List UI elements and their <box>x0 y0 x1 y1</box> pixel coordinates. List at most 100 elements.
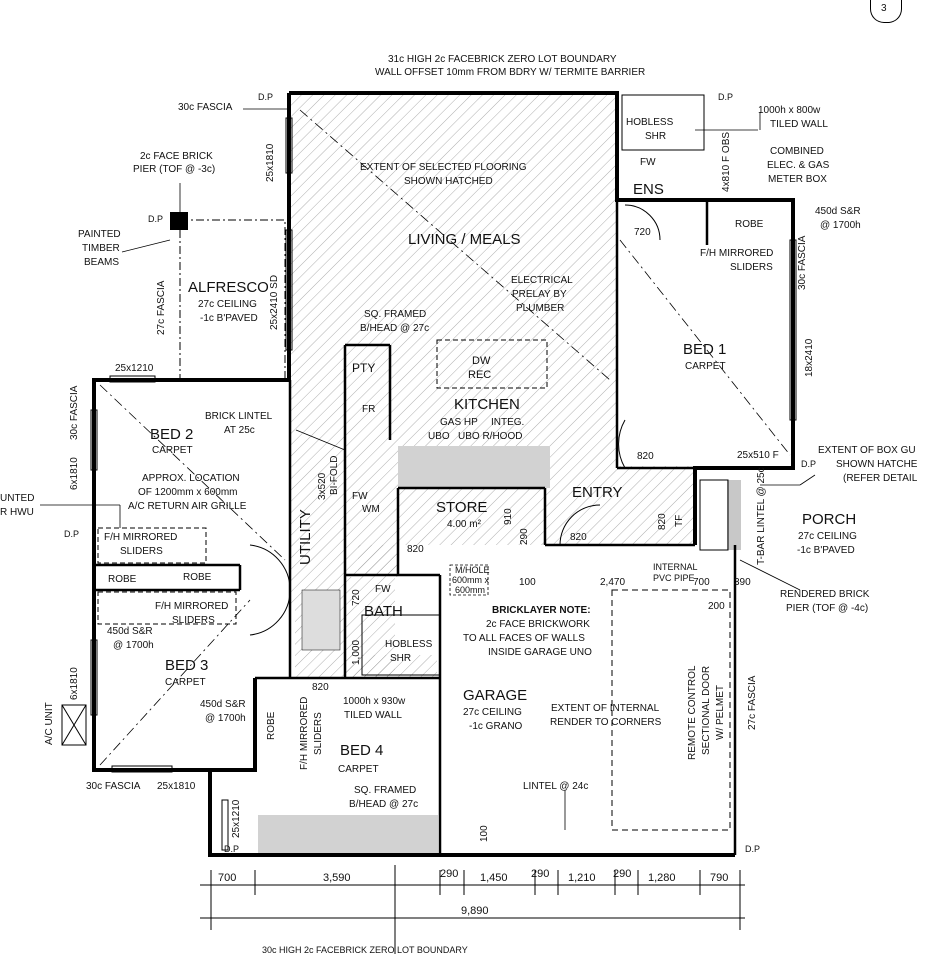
bath-shower-box <box>361 614 441 676</box>
dim-bottom-8: 1,280 <box>648 872 676 884</box>
downpipe-label-garage: D.P <box>745 844 761 854</box>
downpipe-label-top: D.P <box>258 92 274 102</box>
garage-door-outline <box>611 589 731 831</box>
bed2-label: BED 2 <box>150 426 194 443</box>
beams-label-1: PAINTED <box>78 229 121 240</box>
alfresco-label: ALFRESCO <box>188 279 269 296</box>
fascia-30c-top-label: 30c FASCIA <box>178 102 233 113</box>
fridge-label: FR <box>362 404 376 415</box>
tiled-1000-1: 1000h x 800w <box>758 105 821 116</box>
dim-700-porch: 700 <box>693 577 710 588</box>
dim-bottom-6: 1,210 <box>568 872 596 884</box>
dim-720-ens: 720 <box>634 227 651 238</box>
kitchen-bench-shade <box>398 446 550 488</box>
bricklayer-2: TO ALL FACES OF WALLS <box>463 633 585 644</box>
dim-1000-bath: 1,000 <box>351 639 362 665</box>
integ-2: UBO R/HOOD <box>458 431 523 442</box>
dim-2470: 2,470 <box>600 577 626 588</box>
hobless-bath-2: SHR <box>390 653 412 664</box>
window-3x520-label: 3x520 <box>317 472 328 500</box>
sliders-bed1-2: SLIDERS <box>730 262 773 273</box>
sq-framed-bed4-2: B/HEAD @ 27c <box>349 799 419 810</box>
dim-820-porch: 820 <box>657 513 668 530</box>
downpipe-label-bottom-left: D.P <box>224 844 240 854</box>
fascia-27c-garage: 27c FASCIA <box>747 675 758 730</box>
flooring-note-2: SHOWN HATCHED <box>404 176 493 187</box>
leader-lines <box>40 108 816 830</box>
bed4-label: BED 4 <box>340 742 384 759</box>
sliders-bed2-2: SLIDERS <box>120 546 163 557</box>
dim-overall: 9,890 <box>461 905 489 917</box>
tiled-930-1: 1000h x 930w <box>343 696 406 707</box>
dim-820-entry: 820 <box>570 532 587 543</box>
ac-unit-box <box>61 704 87 746</box>
alfresco-sub-1: 27c CEILING <box>198 299 257 310</box>
window-18x2410-label: 18x2410 <box>804 338 815 377</box>
window-25x1210-bottom-label: 25x1210 <box>231 799 242 838</box>
doors <box>249 204 661 636</box>
tbar-lintel-label: T-BAR LINTEL @ 25c <box>756 467 767 565</box>
return-air-grille <box>301 589 341 651</box>
downpipe-label-right: D.P <box>801 459 817 469</box>
bed3-sub: CARPET <box>165 677 206 688</box>
garage-label: GARAGE <box>463 687 528 704</box>
dishwasher-label: DW <box>472 355 491 367</box>
box-gutter-1: EXTENT OF BOX GU <box>818 445 916 456</box>
window-25x1210-label: 25x1210 <box>115 363 154 374</box>
dim-910: 910 <box>503 508 514 525</box>
dim-820-store: 820 <box>407 544 424 555</box>
store-manhole <box>449 564 489 596</box>
sq-framed-bed4-1: SQ. FRAMED <box>354 785 417 796</box>
dimension-lines <box>200 865 745 954</box>
dim-bottom-4: 1,450 <box>480 872 508 884</box>
hwu-label-2: R HWU <box>0 507 34 518</box>
window-6x1810-lower-label: 6x1810 <box>69 667 80 700</box>
grille-note-2: OF 1200mm x 600mm <box>138 487 238 498</box>
fascia-30c-left-label: 30c FASCIA <box>69 385 80 440</box>
porch-frame <box>699 479 729 551</box>
internal-pvc-2: PVC PIPE <box>653 573 695 583</box>
render-corners-1: EXTENT OF INTERNAL <box>551 703 660 714</box>
robe-bed3-label: ROBE <box>183 572 212 583</box>
fw-utility-label: FW <box>352 491 368 502</box>
sliders-bed2-1: F/H MIRRORED <box>104 532 178 543</box>
dim-820-bed4: 820 <box>312 682 329 693</box>
ens-label: ENS <box>633 181 664 198</box>
sliders-bed3-1: F/H MIRRORED <box>155 601 229 612</box>
tf-label: TF <box>674 514 685 527</box>
sliders-bed1-1: F/H MIRRORED <box>700 248 774 259</box>
dim-290-store: 290 <box>519 528 530 545</box>
fascia-30c-right-label: 30c FASCIA <box>797 235 808 290</box>
bed1-sub: CARPET <box>685 361 726 372</box>
lintel-24c: LINTEL @ 24c <box>523 781 589 792</box>
bed-robe-dashed <box>97 527 207 564</box>
rec-label: REC <box>468 369 492 381</box>
dim-bottom-5: 290 <box>531 868 550 880</box>
utility-label: UTILITY <box>297 509 314 565</box>
wm-label: WM <box>362 504 380 515</box>
hobless-ens-2: SHR <box>645 131 667 142</box>
pier-label-1: 2c FACE BRICK <box>140 151 213 162</box>
fascia-30c-bottom-label: 30c FASCIA <box>86 781 141 792</box>
top-note-line-2: WALL OFFSET 10mm FROM BDRY W/ TERMITE BA… <box>375 67 646 78</box>
bed4-robe-shade <box>258 815 438 855</box>
tiled-930-2: TILED WALL <box>344 710 402 721</box>
alfresco-outline <box>179 219 286 381</box>
window-25x1810-label: 25x1810 <box>265 143 276 182</box>
window-25x2410-label: 25x2410 SD <box>269 274 280 330</box>
garage-sub-1: 27c CEILING <box>463 707 522 718</box>
hobless-bath-1: HOBLESS <box>385 639 433 650</box>
store-label: STORE <box>436 499 488 516</box>
porch-sub-2: -1c B'PAVED <box>797 545 855 556</box>
sr-bed3-2: @ 1700h <box>205 713 246 724</box>
island-bench <box>436 339 548 389</box>
gas-hp-1: GAS HP <box>440 417 478 428</box>
meter-3: METER BOX <box>768 174 827 185</box>
kitchen-label: KITCHEN <box>454 396 520 413</box>
box-gutter-2: SHOWN HATCHE <box>836 459 918 470</box>
internal-pvc-1: INTERNAL <box>653 562 698 572</box>
dim-820-bed1: 820 <box>637 451 654 462</box>
hwu-label-1: UNTED <box>0 493 35 504</box>
entry-label: ENTRY <box>572 484 623 501</box>
